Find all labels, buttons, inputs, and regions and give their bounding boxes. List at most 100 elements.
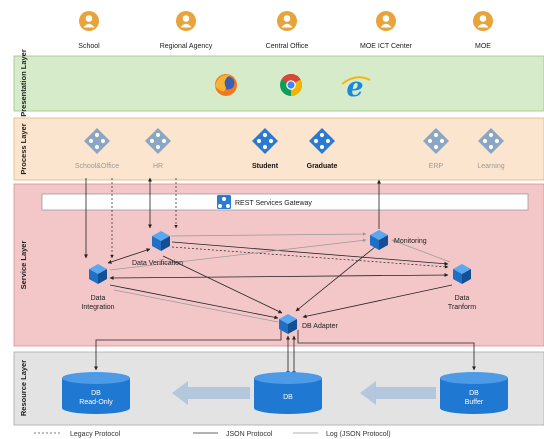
node-dot: [155, 144, 161, 150]
node-dot: [482, 138, 488, 144]
gateway-icon: [217, 195, 231, 209]
process-school-office[interactable]: School&Office: [75, 128, 119, 170]
user-icon: [376, 11, 396, 31]
node-dot: [433, 132, 439, 138]
node-dot: [268, 138, 274, 144]
process-learning[interactable]: Learning: [477, 128, 505, 170]
node-dot: [439, 138, 445, 144]
database-label: DB: [283, 394, 293, 401]
node-dot: [433, 144, 439, 150]
node-dot: [325, 138, 331, 144]
legend-log-label: Log (JSON Protocol): [326, 431, 391, 438]
database-icon: [62, 378, 130, 414]
node-dot: [319, 132, 325, 138]
process-label: Graduate: [307, 163, 338, 170]
service-data-verification[interactable]: Data Verification: [132, 231, 183, 267]
node-dot: [256, 138, 262, 144]
node-dot: [427, 138, 433, 144]
service-label: DB Adapter: [302, 323, 338, 330]
actor-label: MOE ICT Center: [360, 43, 413, 50]
layer-label: Presentation Layer: [19, 49, 28, 117]
service-db-adapter[interactable]: DB Adapter: [279, 314, 338, 334]
process-label: Learning: [477, 163, 504, 170]
process-label: ERP: [429, 163, 444, 170]
node-dot: [149, 138, 155, 144]
process-row: School&Office HR Student Graduate ERP Learnin…: [75, 128, 505, 170]
process-node-icon: [423, 128, 449, 154]
service-monitoring[interactable]: Monitoring: [370, 230, 427, 250]
node-dot: [94, 144, 100, 150]
process-node-icon: [84, 128, 110, 154]
process-student[interactable]: Student: [252, 128, 279, 170]
actor-moe[interactable]: MOE: [473, 11, 493, 50]
process-label: HR: [153, 163, 163, 170]
database-main[interactable]: DB: [254, 372, 322, 414]
actor-label: Central Office: [266, 43, 309, 50]
node-dot: [155, 132, 161, 138]
process-node-icon: [309, 128, 335, 154]
legend-json-label: JSON Protocol: [226, 431, 273, 438]
layer-label: Resource Layer: [19, 360, 28, 416]
user-icon: [277, 11, 297, 31]
user-icon: [176, 11, 196, 31]
firefox-icon[interactable]: [215, 74, 237, 96]
service-label: Monitoring: [394, 238, 427, 245]
actor-central-office[interactable]: Central Office: [266, 11, 309, 50]
presentation-layer: Presentation Layer: [13, 49, 544, 117]
gateway-label: REST Services Gateway: [235, 200, 312, 207]
replication-arrows: [172, 381, 436, 405]
process-label: Student: [252, 163, 279, 170]
node-dot: [262, 144, 268, 150]
process-label: School&Office: [75, 163, 119, 170]
actor-label: MOE: [475, 43, 491, 50]
rest-services-gateway[interactable]: REST Services Gateway: [41, 193, 529, 211]
process-node-icon: [252, 128, 278, 154]
process-node-icon: [478, 128, 504, 154]
database-icon: [440, 378, 508, 414]
node-dot: [100, 138, 106, 144]
process-erp[interactable]: ERP: [423, 128, 449, 170]
process-node-icon: [145, 128, 171, 154]
node-dot: [161, 138, 167, 144]
actors-row: School Regional Agency Central Office MO…: [78, 11, 493, 50]
database-cap: [440, 372, 508, 384]
connections: [84, 177, 476, 376]
database-cap: [254, 372, 322, 384]
actor-regional-agency[interactable]: Regional Agency: [160, 11, 213, 50]
node-dot: [488, 144, 494, 150]
node-dot: [313, 138, 319, 144]
node-dot: [319, 144, 325, 150]
chrome-icon[interactable]: [280, 74, 302, 96]
actor-moe-ict-center[interactable]: MOE ICT Center: [360, 11, 413, 50]
node-dot: [262, 132, 268, 138]
actor-label: Regional Agency: [160, 43, 213, 50]
node-dot: [88, 138, 94, 144]
database-cap: [62, 372, 130, 384]
node-dot: [488, 132, 494, 138]
internet-explorer-icon[interactable]: e: [341, 72, 371, 103]
service-label: Data Verification: [132, 260, 183, 267]
process-graduate[interactable]: Graduate: [307, 128, 338, 170]
process-layer: Process Layer: [13, 117, 544, 181]
user-icon: [473, 11, 493, 31]
node-dot: [494, 138, 500, 144]
user-icon: [79, 11, 99, 31]
actor-school[interactable]: School: [78, 11, 100, 50]
legend-legacy-label: Legacy Protocol: [70, 431, 121, 438]
process-hr[interactable]: HR: [145, 128, 171, 170]
legend: Legacy Protocol JSON Protocol Log (JSON …: [34, 431, 391, 438]
database-icon: [254, 378, 322, 414]
actor-label: School: [78, 43, 100, 50]
node-dot: [94, 132, 100, 138]
layer-label: Process Layer: [19, 123, 28, 174]
